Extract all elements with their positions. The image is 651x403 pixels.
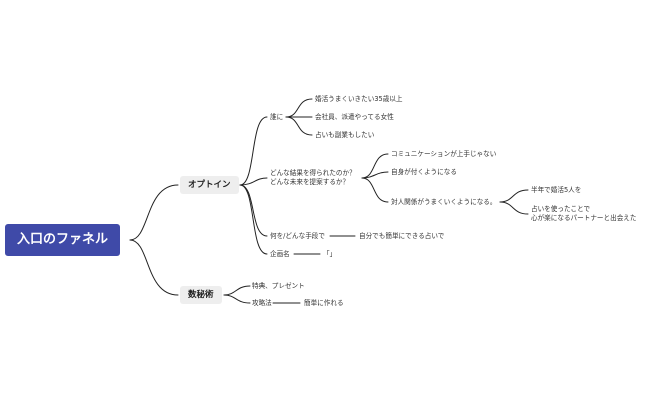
link-results-c [361,177,389,203]
who-3-label: 占いも副業もしたい [315,131,375,139]
link-c-a [499,189,529,203]
branch-label-optin: オプトイン [188,180,231,190]
node-method-child[interactable]: 自分でも簡単にできる占いで [359,232,444,241]
link-results-b [361,171,389,179]
link-who-3 [285,116,313,136]
branch-label-numerology: 数秘術 [188,290,214,300]
node-results-a[interactable]: コミュニケーションが上手じゃない [391,150,496,159]
link-c-b [499,201,529,215]
who-1-label: 婚活うまくいきたい35歳以上 [315,95,403,103]
node-bonus[interactable]: 特典、プレゼント [252,282,305,291]
node-who-3[interactable]: 占いも副業もしたい [315,131,374,140]
node-who-1[interactable]: 婚活うまくいきたい35歳以上 [315,95,403,104]
method-child-label: 自分でも簡単にできる占いで [359,232,445,240]
c-b-label-line1: 占いを使ったことで [531,205,591,213]
node-results[interactable]: どんな結果を得られたのか？ どんな未来を提案するか？ [270,169,356,187]
planner-label: 企画名 [270,250,290,258]
root-node[interactable]: 入口のファネル [5,224,121,256]
results-c-label: 対人関係がうまくいくようになる。 [391,198,497,206]
node-who[interactable]: 誰に [270,113,283,122]
link-root-numerology [129,239,179,296]
results-a-label: コミュニケーションが上手じゃない [391,150,497,158]
node-c-b[interactable]: 占いを使ったことで 心が楽になるパートナーと出会えた [531,205,637,223]
node-results-c[interactable]: 対人関係がうまくいくようになる。 [391,198,497,207]
node-planner-child[interactable]: 「」 [323,250,336,259]
link-optin-method [239,184,268,237]
link-root-optin [129,184,179,241]
node-strategy-child[interactable]: 簡単に作れる [304,299,344,308]
link-results-a [361,153,389,179]
root-label: 入口のファネル [17,232,109,247]
c-a-label: 半年で婚活5人を [531,186,582,194]
bonus-label: 特典、プレゼント [252,282,305,290]
results-label-line1: どんな結果を得られたのか？ [270,169,356,177]
link-optin-results [239,177,268,186]
method-label: 何を/どんな手段で [270,232,325,240]
node-results-b[interactable]: 自身が付くようになる [391,168,457,177]
branch-node-optin[interactable]: オプトイン [180,176,239,194]
results-b-label: 自身が付くようになる [391,168,457,176]
node-who-2[interactable]: 会社員、派遣やってる女性 [315,113,394,122]
results-label-line2: どんな未来を提案するか？ [270,178,350,186]
strategy-child-label: 簡単に作れる [304,299,344,307]
branch-node-numerology[interactable]: 数秘術 [180,286,222,304]
who-label: 誰に [270,113,284,121]
link-optin-who [239,116,268,186]
node-method[interactable]: 何を/どんな手段で [270,232,325,241]
link-num-strategy [223,294,251,304]
strategy-label: 攻略法 [252,299,272,307]
node-strategy[interactable]: 攻略法 [252,299,272,308]
link-num-bonus [223,285,251,296]
node-c-a[interactable]: 半年で婚活5人を [531,186,581,195]
node-planner[interactable]: 企画名 [270,250,290,259]
who-2-label: 会社員、派遣やってる女性 [315,113,394,121]
planner-child-label: 「」 [323,250,337,258]
link-who-1 [285,98,313,118]
c-b-label-line2: 心が楽になるパートナーと出会えた [531,214,637,222]
link-optin-planner [239,184,268,255]
